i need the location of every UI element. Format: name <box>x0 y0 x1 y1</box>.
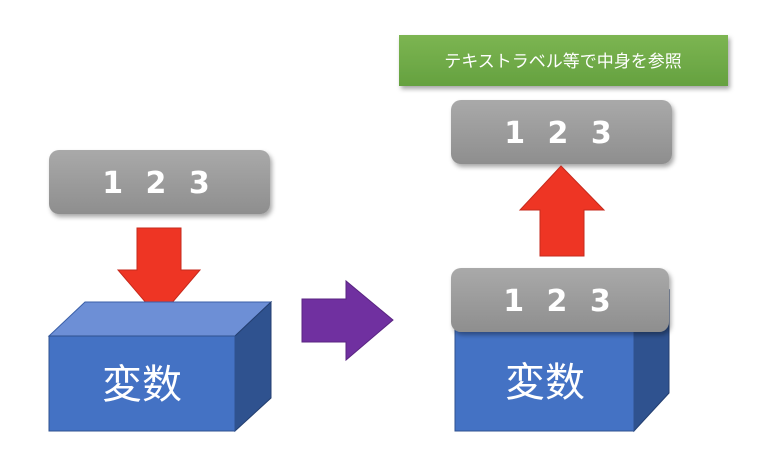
right-read-value-text: 1 2 3 <box>504 116 618 151</box>
left-variable-box: 変数 <box>47 300 273 433</box>
right-caption-box: テキストラベル等で中身を参照 <box>399 35 728 86</box>
right-stored-value-box: 1 2 3 <box>451 268 669 332</box>
right-variable-label: 変数 <box>505 360 585 406</box>
right-scene: テキストラベル等で中身を参照 1 2 3 変数 1 2 3 <box>399 35 728 433</box>
left-down-arrow <box>116 227 202 319</box>
left-scene: 1 2 3 変数 <box>47 150 273 433</box>
right-up-arrow <box>518 165 606 257</box>
left-value-text: 1 2 3 <box>102 166 216 201</box>
right-read-value-box: 1 2 3 <box>451 100 672 164</box>
right-caption-text: テキストラベル等で中身を参照 <box>444 52 682 72</box>
left-variable-box-front <box>48 335 236 432</box>
right-stored-value-text: 1 2 3 <box>503 284 617 319</box>
purple-transition-arrow <box>301 279 394 362</box>
left-variable-box-top <box>47 301 273 337</box>
left-value-box: 1 2 3 <box>49 150 270 214</box>
left-variable-label: 変数 <box>102 362 182 408</box>
